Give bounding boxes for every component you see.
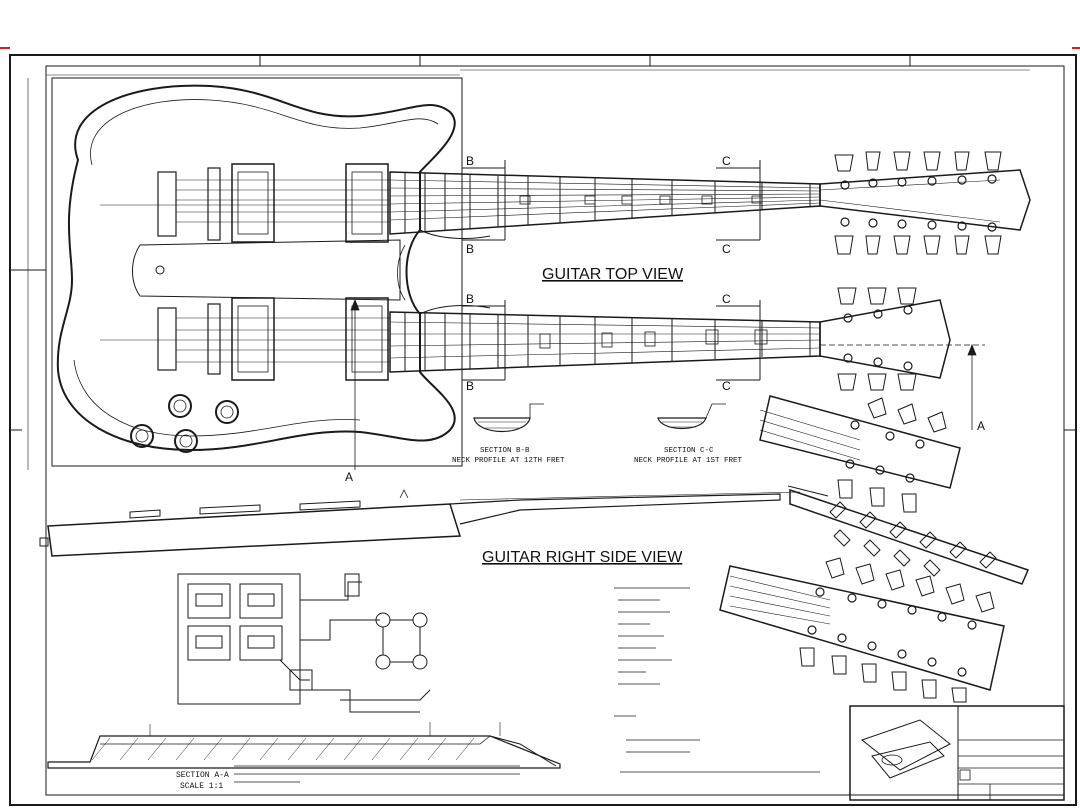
section-b-marker-4: B — [466, 379, 474, 393]
side-view-label: GUITAR RIGHT SIDE VIEW — [482, 549, 683, 566]
pickguard-screw — [155, 265, 165, 275]
section-aa-title: SECTION A-A — [176, 771, 229, 780]
neck-profile-cc-caption: NECK PROFILE AT 1ST FRET — [634, 457, 743, 465]
lower-pickups-bridge — [100, 297, 390, 381]
section-aa-drawing — [47, 722, 561, 769]
upper-neck-12-string — [389, 171, 821, 235]
neck-profile-bb-caption: NECK PROFILE AT 12TH FRET — [452, 457, 565, 465]
sheet-frame — [0, 47, 1080, 806]
headstock-detail-side — [787, 485, 1030, 585]
headstock-detail-lower — [719, 557, 1005, 703]
section-c-marker-2: C — [722, 242, 731, 256]
section-a-line — [350, 298, 985, 470]
section-b-marker-1: B — [466, 154, 474, 168]
pickguard — [132, 239, 401, 301]
headstock-detail-upper — [759, 395, 961, 513]
neck-profile-bb — [473, 403, 544, 433]
section-aa-scale: SCALE 1:1 — [180, 782, 223, 791]
section-c-marker-4: C — [722, 379, 731, 393]
section-bc-lines — [462, 160, 761, 381]
neck-profile-cc — [657, 403, 726, 429]
section-a-marker-left: A — [345, 470, 353, 484]
lower-neck-6-string — [389, 311, 821, 373]
title-block — [849, 705, 1065, 801]
guitar-body-top-view — [51, 77, 491, 467]
lower-headstock — [819, 287, 951, 391]
guitar-side-view — [39, 489, 801, 557]
neck-profile-bb-title: SECTION B-B — [480, 447, 530, 455]
upper-pickups-bridge — [100, 163, 390, 243]
control-knobs — [130, 394, 239, 453]
section-b-marker-3: B — [466, 292, 474, 306]
neck-profile-cc-title: SECTION C-C — [664, 447, 714, 455]
section-a-marker-right: A — [977, 419, 985, 433]
section-c-marker-3: C — [722, 292, 731, 306]
top-view-label: GUITAR TOP VIEW — [542, 266, 684, 283]
section-c-marker-1: C — [722, 154, 731, 168]
section-aa-notes — [234, 765, 520, 783]
section-b-marker-2: B — [466, 242, 474, 256]
notes-block — [614, 587, 820, 773]
wiring-diagram — [177, 573, 431, 713]
upper-headstock — [819, 151, 1031, 255]
